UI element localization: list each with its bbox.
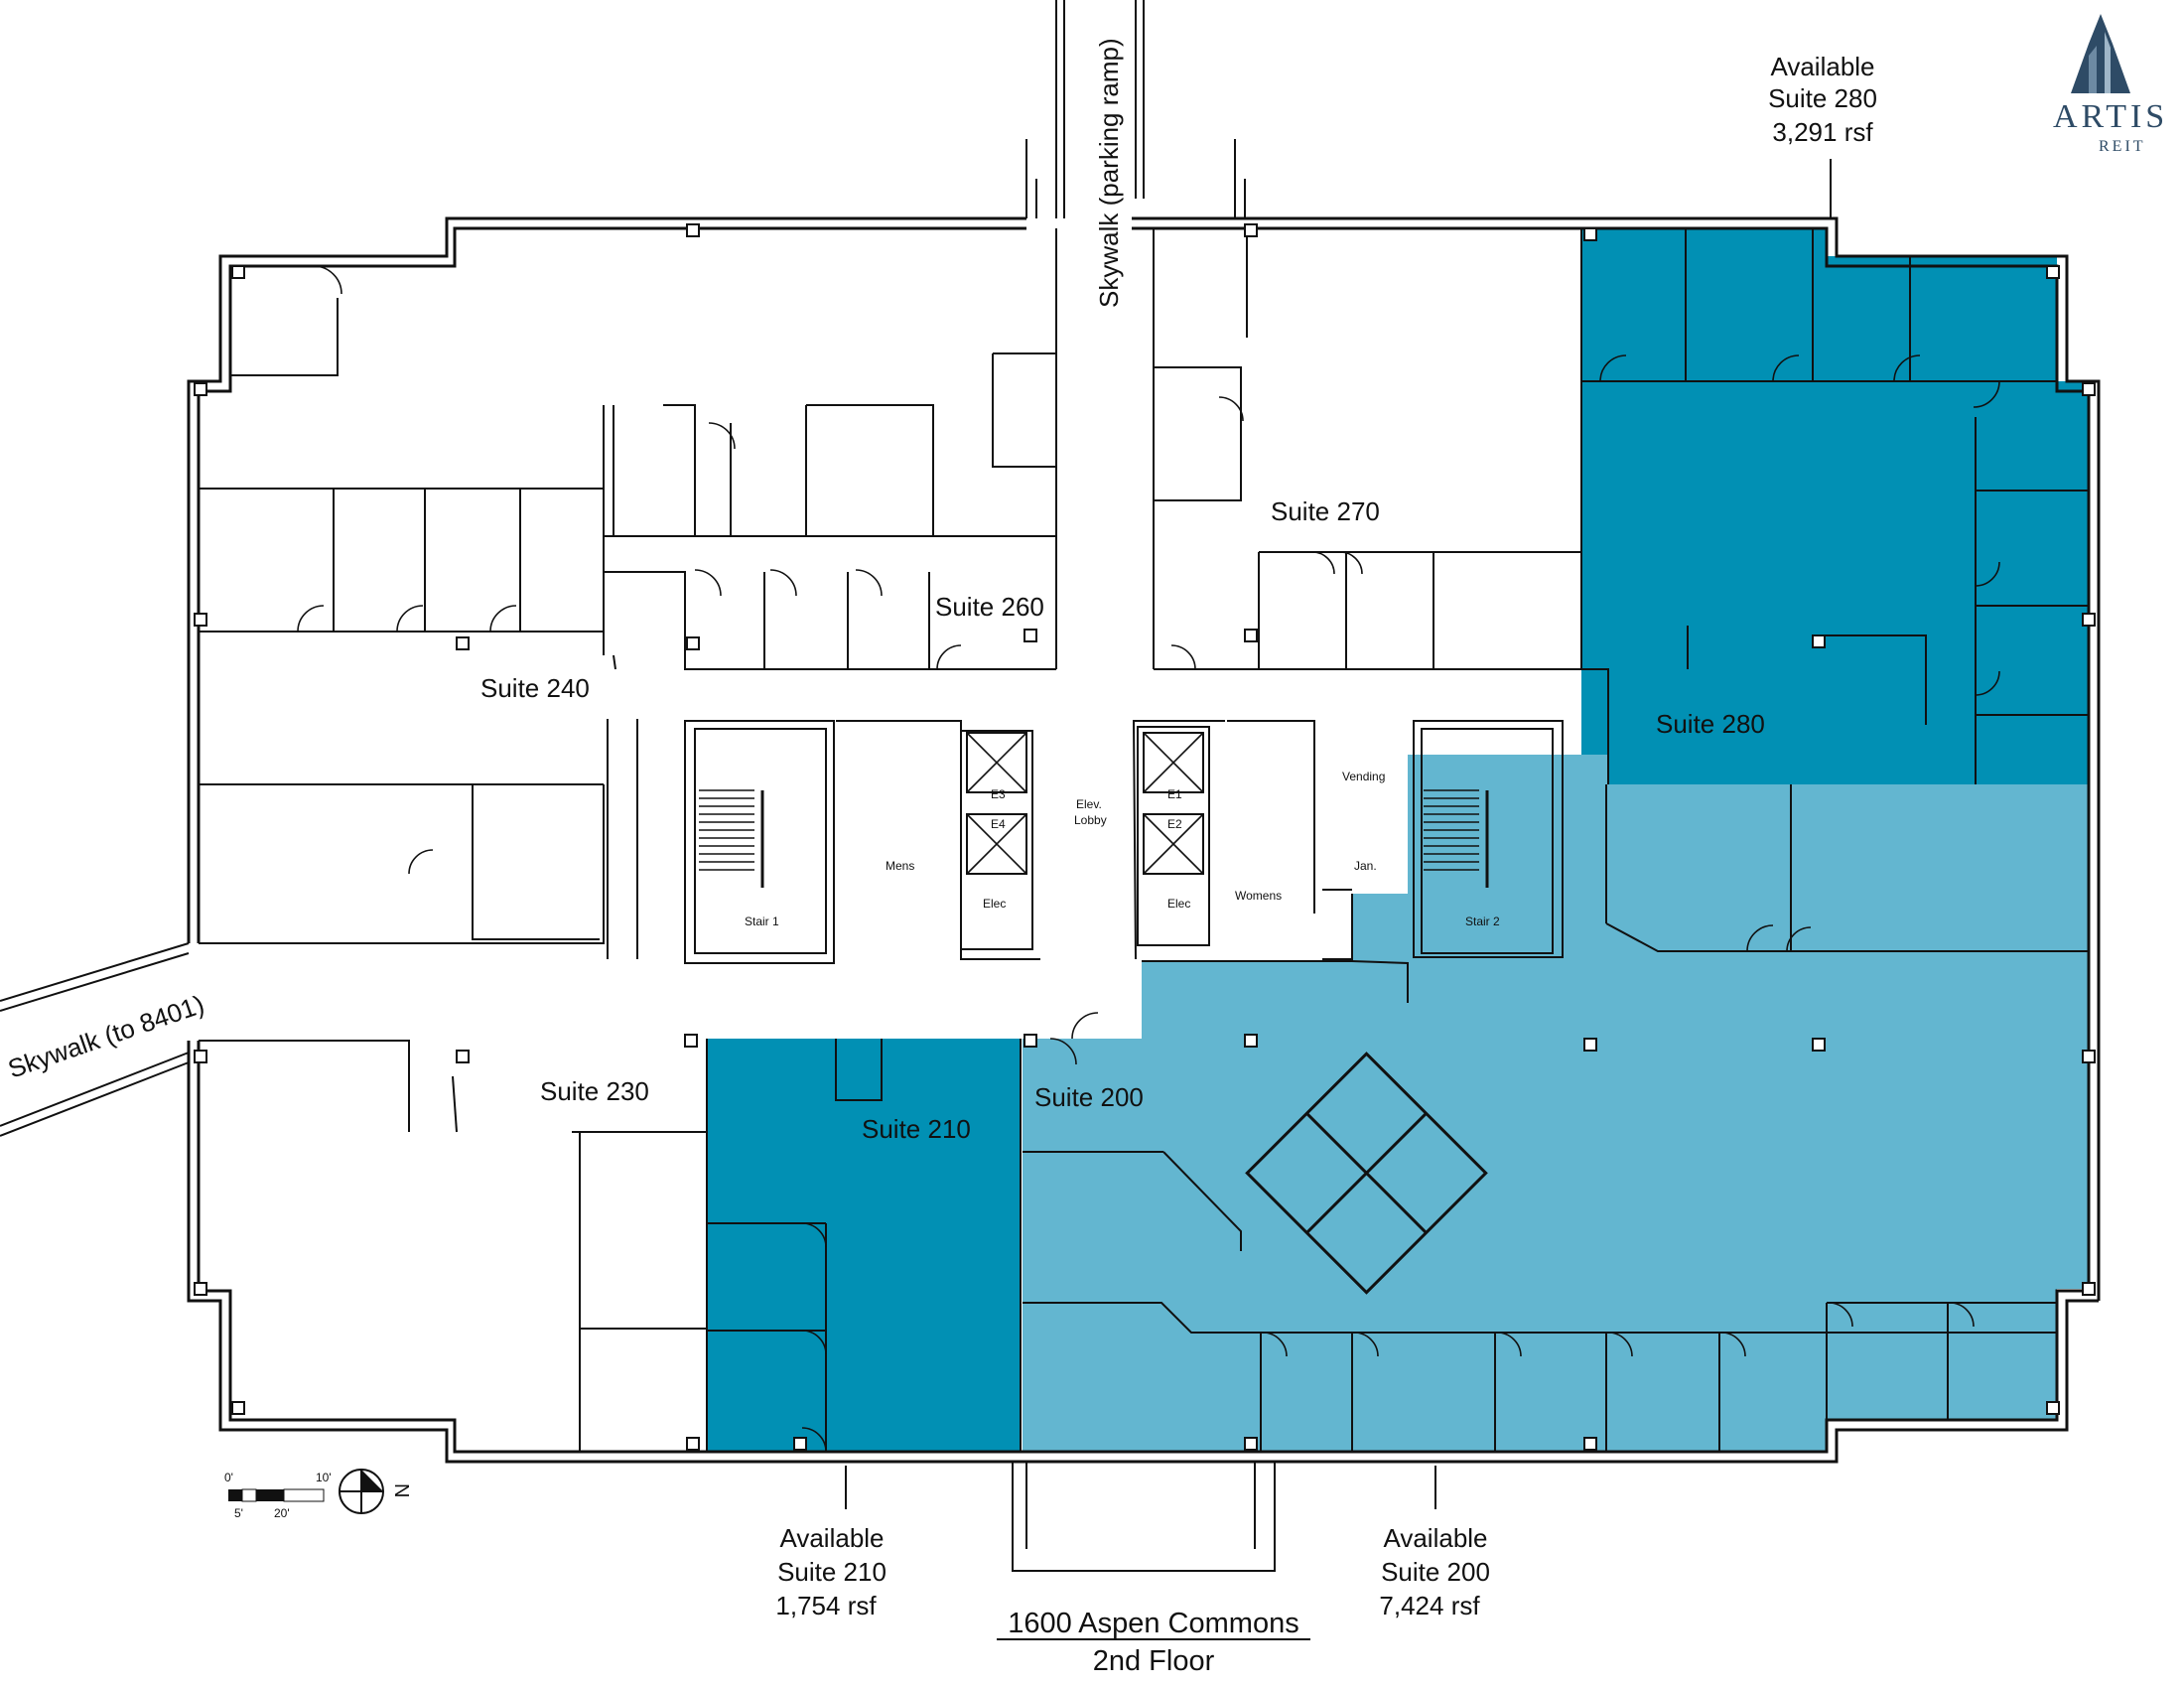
mens-label: Mens [886,859,914,873]
suite-210-label[interactable]: Suite 210 [862,1114,971,1144]
scale-tick-5: 5' [234,1506,243,1520]
elevator-e1-label: E1 [1167,787,1182,801]
suite-labels: Suite 270 Suite 260 Suite 240 Suite 280 … [480,496,1765,1144]
suite-280-area[interactable] [1581,228,2089,784]
stair-1-label: Stair 1 [745,914,779,928]
elec-room-label-left: Elec [983,897,1006,911]
north-arrow-icon: N [339,1469,412,1514]
callout-200-line3: 7,424 rsf [1379,1591,1480,1620]
door-swings [297,265,2000,1453]
callout-280-line2: Suite 280 [1768,83,1877,113]
scale-tick-10: 10' [316,1471,332,1484]
scale-tick-20: 20' [274,1506,290,1520]
callout-200-line2: Suite 200 [1381,1557,1490,1587]
interior-walls [199,228,2089,1452]
callout-210-line3: 1,754 rsf [775,1591,877,1620]
suite-240-label[interactable]: Suite 240 [480,673,590,703]
elev-lobby-label-1: Elev. [1076,797,1102,811]
bottom-entrance [1012,1462,1276,1572]
womens-label: Womens [1235,889,1282,903]
stair-2 [1421,728,1554,954]
callout-210-line1: Available [779,1523,884,1553]
suite-280-label[interactable]: Suite 280 [1656,709,1765,739]
north-label: N [390,1483,412,1497]
janitor-label: Jan. [1354,859,1377,873]
suite-260-label[interactable]: Suite 260 [935,592,1044,622]
skywalk-8401-label: Skywalk (to 8401) [4,989,207,1084]
vending-label: Vending [1342,770,1385,783]
scale-bar: 0' 5' 10' 20' [224,1471,332,1520]
logo-name: ARTIS [2053,98,2168,135]
suite-200-area[interactable] [1023,755,2089,1452]
callout-210-line2: Suite 210 [777,1557,887,1587]
callout-280-line1: Available [1770,52,1874,81]
suite-210-fill [707,1039,1021,1452]
elevator-e4-label: E4 [991,817,1006,831]
floor-name: 2nd Floor [1093,1645,1215,1677]
elev-lobby-label-2: Lobby [1074,813,1107,827]
building-logo-icon [2071,14,2130,93]
room-labels: Stair 1 Stair 2 Mens Womens Elev. Lobby … [745,770,1500,928]
skywalk-to-8401 [0,942,190,1137]
callout-200-line1: Available [1383,1523,1487,1553]
logo-sub: REIT [2099,138,2146,155]
suite-230-label[interactable]: Suite 230 [540,1076,649,1106]
elevators [966,732,1204,875]
elevator-e2-label: E2 [1167,817,1182,831]
callout-suite-210: Available Suite 210 1,754 rsf [775,1466,887,1620]
skywalk-labels: Skywalk (parking ramp) Skywalk (to 8401) [4,38,1124,1083]
plan-title: 1600 Aspen Commons 2nd Floor [997,1608,1310,1677]
artis-reit-logo: ARTIS REIT [2053,14,2168,155]
elec-room-label-right: Elec [1167,897,1190,911]
elevator-e3-label: E3 [991,787,1006,801]
suite-200-label[interactable]: Suite 200 [1034,1082,1144,1112]
callout-suite-200: Available Suite 200 7,424 rsf [1379,1466,1490,1620]
skywalk-parking-ramp [1025,0,1246,218]
suite-280-fill [1581,228,2089,784]
suite-210-area[interactable] [707,1039,1021,1452]
stair-1 [694,728,827,954]
building-name: 1600 Aspen Commons [1008,1608,1298,1639]
callout-280-line3: 3,291 rsf [1772,117,1873,147]
scale-tick-0: 0' [224,1471,233,1484]
structural-columns [194,223,2096,1451]
stair-2-label: Stair 2 [1465,914,1500,928]
suite-270-label[interactable]: Suite 270 [1271,496,1380,526]
suite-200-fill [1023,755,2089,1452]
skywalk-parking-label: Skywalk (parking ramp) [1094,38,1124,308]
callout-suite-280: Available Suite 280 3,291 rsf [1768,52,1877,218]
